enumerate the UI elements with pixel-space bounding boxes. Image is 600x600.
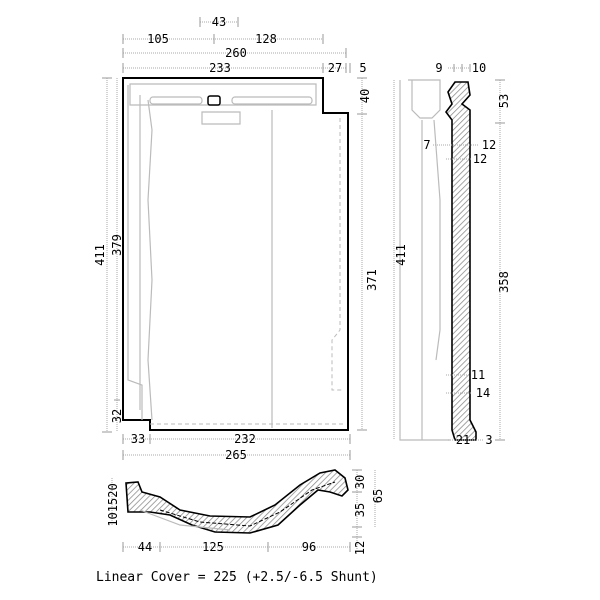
dim-260: 260 — [225, 46, 247, 60]
dim-32: 32 — [110, 409, 124, 423]
dim-125: 125 — [202, 540, 224, 554]
dim-10: 10 — [472, 61, 486, 75]
dim-411-front: 411 — [93, 244, 107, 266]
dim-379: 379 — [110, 234, 124, 256]
dim-7: 7 — [423, 138, 430, 152]
tile-side-view — [399, 79, 477, 441]
dim-12-lower: 12 — [473, 152, 487, 166]
dim-21: 21 — [456, 433, 470, 447]
dim-44: 44 — [138, 540, 152, 554]
dim-128: 128 — [255, 32, 277, 46]
dim-371: 371 — [365, 269, 379, 291]
dim-14: 14 — [476, 386, 490, 400]
dim-11: 11 — [471, 368, 485, 382]
dim-9: 9 — [435, 61, 442, 75]
dim-12-upper: 12 — [482, 138, 496, 152]
front-top-dimensions: 43 105 128 260 233 27 5 — [122, 15, 367, 75]
dim-30: 30 — [353, 475, 367, 489]
front-left-dimensions: 411 379 32 — [93, 77, 124, 433]
dim-232: 232 — [234, 432, 256, 446]
dim-411-side: 411 — [394, 244, 408, 266]
side-dimensions: 9 10 53 7 12 12 411 358 11 14 21 3 — [393, 61, 511, 447]
dim-40: 40 — [358, 89, 372, 103]
dim-43: 43 — [212, 15, 226, 29]
dim-233: 233 — [209, 61, 231, 75]
dim-53: 53 — [497, 94, 511, 108]
dim-265: 265 — [225, 448, 247, 462]
dim-105: 105 — [147, 32, 169, 46]
cross-section-dimensions: 101520 30 35 12 65 44 125 96 — [106, 469, 385, 555]
dim-27: 27 — [328, 61, 342, 75]
front-right-dimensions: 40 371 — [357, 77, 379, 431]
front-bottom-dimensions: 33 232 265 — [122, 432, 351, 462]
tile-cross-section — [125, 469, 349, 534]
dim-33: 33 — [131, 432, 145, 446]
dim-5: 5 — [359, 61, 366, 75]
dim-358: 358 — [497, 271, 511, 293]
dim-101520: 101520 — [106, 483, 120, 526]
tile-front-view — [122, 77, 349, 431]
dim-96: 96 — [302, 540, 316, 554]
linear-cover-caption: Linear Cover = 225 (+2.5/-6.5 Shunt) — [96, 570, 378, 585]
dim-65: 65 — [371, 489, 385, 503]
dim-3: 3 — [485, 433, 492, 447]
dim-35: 35 — [353, 503, 367, 517]
dim-12-cs: 12 — [353, 541, 367, 555]
